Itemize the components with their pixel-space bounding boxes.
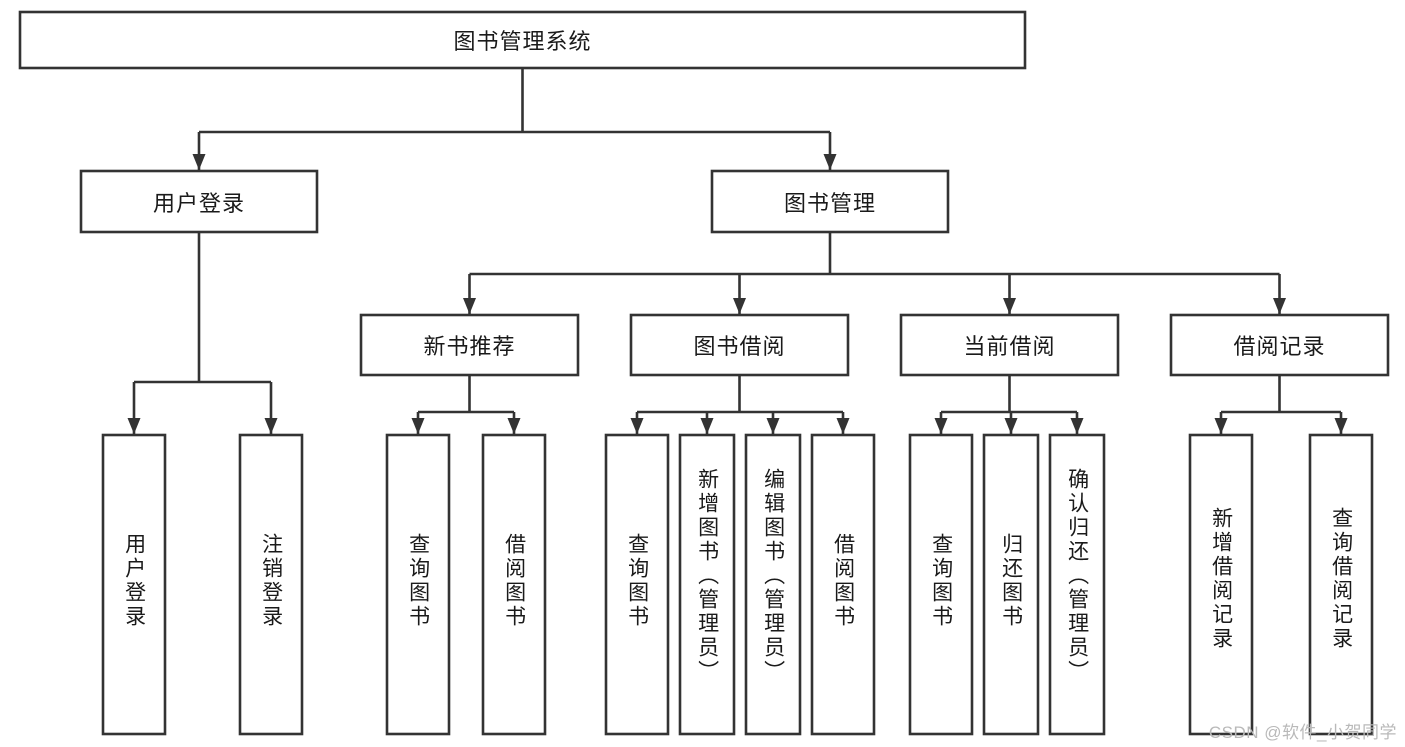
node-user-login[interactable] [79,169,319,234]
arrowhead-borrow-record-to-leaf-query-record [1334,418,1348,434]
node-borrow-record[interactable] [1169,313,1390,377]
arrowhead-root-to-book-manage [823,154,837,170]
node-leaf-user-login[interactable] [101,433,167,736]
arrowhead-bookmanage-to-borrow-record [1273,298,1286,314]
node-leaf-query-book-cur[interactable] [908,433,974,736]
node-leaf-borrow-book[interactable] [810,433,876,736]
node-new-book-rec[interactable] [359,313,580,377]
node-current-borrow[interactable] [899,313,1120,377]
arrowhead-new-book-rec-to-leaf-query-book-rec [411,418,425,434]
arrowhead-user-login-to-leaf-user-logout [264,418,278,434]
arrowhead-book-borrow-to-leaf-borrow-book [836,418,850,434]
arrowhead-book-borrow-to-leaf-query-book-bor [630,418,644,434]
connectors-layer [127,68,1348,434]
node-book-manage[interactable] [710,169,950,234]
node-book-borrow[interactable] [629,313,850,377]
node-leaf-query-book-rec[interactable] [385,433,451,736]
node-root[interactable] [18,10,1027,70]
arrowhead-bookmanage-to-book-borrow [733,298,746,314]
node-leaf-query-record[interactable] [1308,433,1374,736]
boxes-layer [18,10,1390,736]
arrowhead-book-borrow-to-leaf-edit-book [766,418,780,434]
arrowhead-root-to-user-login [192,154,206,170]
node-leaf-edit-book[interactable] [744,433,802,736]
node-leaf-add-book[interactable] [678,433,736,736]
arrowhead-current-borrow-to-leaf-confirm-return [1070,418,1084,434]
arrowhead-book-borrow-to-leaf-add-book [700,418,714,434]
node-leaf-add-record[interactable] [1188,433,1254,736]
node-leaf-user-logout[interactable] [238,433,304,736]
node-leaf-borrow-book-rec[interactable] [481,433,547,736]
arrowhead-user-login-to-leaf-user-login [127,418,141,434]
node-leaf-query-book-bor[interactable] [604,433,670,736]
arrowhead-current-borrow-to-leaf-return-book [1004,418,1018,434]
arrowhead-bookmanage-to-new-book-rec [463,298,476,314]
node-leaf-return-book[interactable] [982,433,1040,736]
node-leaf-confirm-return[interactable] [1048,433,1106,736]
arrowhead-bookmanage-to-current-borrow [1003,298,1016,314]
arrowhead-borrow-record-to-leaf-add-record [1214,418,1228,434]
arrowhead-current-borrow-to-leaf-query-book-cur [934,418,948,434]
arrowhead-new-book-rec-to-leaf-borrow-book-rec [507,418,521,434]
